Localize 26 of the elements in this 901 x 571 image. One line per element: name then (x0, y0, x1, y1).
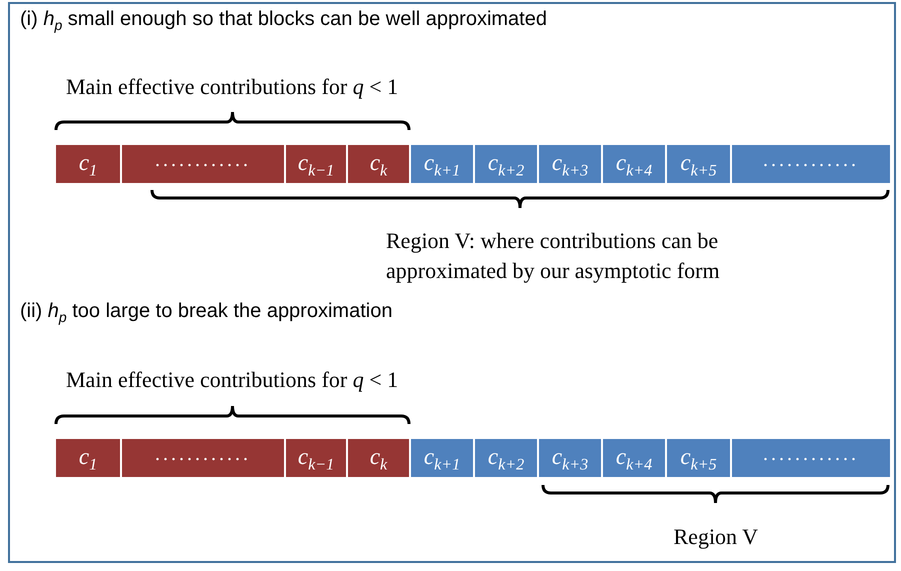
ellipsis-block: ............ (122, 145, 284, 183)
coefficient-block: c$_{k+1}$ (411, 145, 473, 183)
bracket-label: Region V: where contributions can be approximated by our asymptotic form (386, 227, 721, 285)
ellipsis-block: ............ (122, 439, 284, 477)
panel-heading: (i) h$_{p}$ small enough so that blocks can be well approximated (20, 8, 547, 31)
coefficient-block: c$_{k}$ (348, 145, 409, 183)
coefficient-block: c$_{k+3}$ (539, 439, 601, 477)
bracket-label: Region V (674, 523, 758, 551)
coefficient-block: c$_{1}$ (56, 145, 120, 183)
coefficient-block: c$_{k+3}$ (539, 145, 601, 183)
coefficient-block: c$_{k−1}$ (286, 439, 346, 477)
coefficient-block: c$_{k+4}$ (603, 439, 665, 477)
bracket-label: Main effective contributions for q < 1 (66, 366, 398, 394)
coefficient-block: c$_{k+4}$ (603, 145, 665, 183)
bracket-label: Main effective contributions for q < 1 (66, 73, 398, 101)
coefficient-block: c$_{k+1}$ (411, 439, 473, 477)
panel-heading: (ii) h$_{p}$ too large to break the approximation (20, 300, 392, 323)
coefficient-block: c$_{k+5}$ (667, 439, 730, 477)
coefficient-block: c$_{k+2}$ (475, 145, 537, 183)
ellipsis-block: ............ (732, 145, 890, 183)
coefficient-block: c$_{k−1}$ (286, 145, 346, 183)
coefficient-block: c$_{k}$ (348, 439, 409, 477)
coefficient-block: c$_{k+5}$ (667, 145, 730, 183)
coefficient-block: c$_{1}$ (56, 439, 120, 477)
ellipsis-block: ............ (732, 439, 890, 477)
coefficient-block: c$_{k+2}$ (475, 439, 537, 477)
